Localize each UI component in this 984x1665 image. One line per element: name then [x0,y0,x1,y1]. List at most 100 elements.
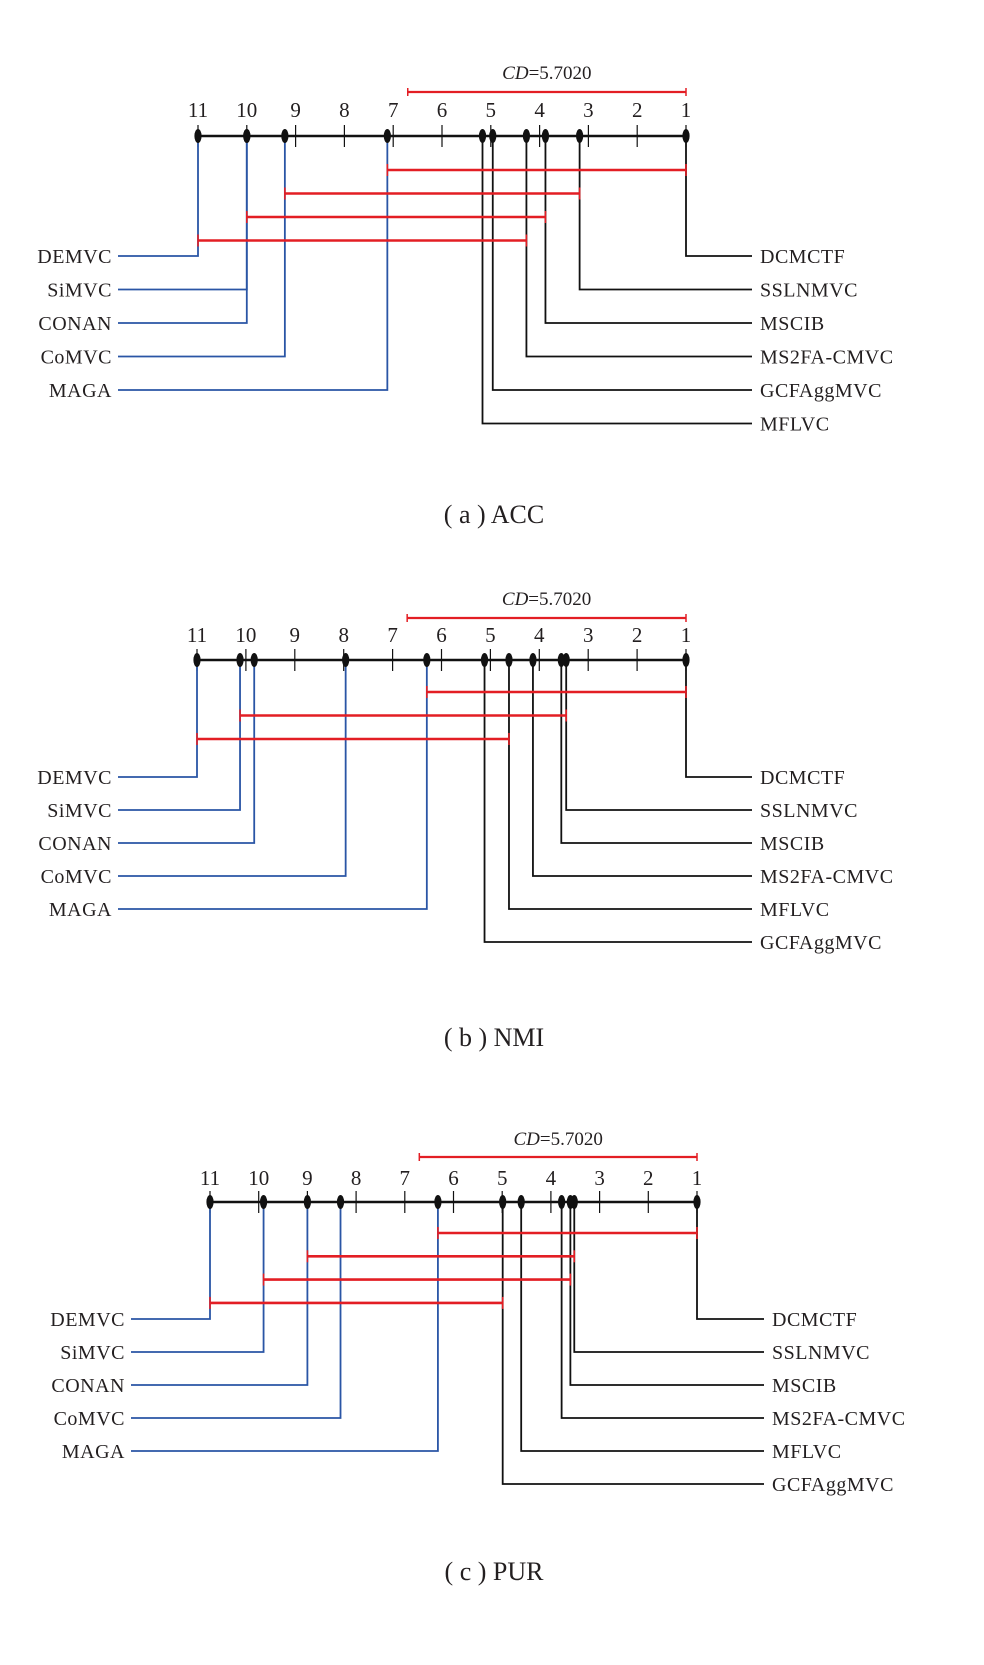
panel-b-method-label: GCFAggMVC [760,932,882,954]
panel-c-method-line [131,1202,309,1386]
panel-a-rank-point [489,129,497,143]
panel-a-method-label: SiMVC [47,280,112,302]
panel-b-tick-label: 4 [534,623,545,647]
panel-b-rank-point [505,653,513,667]
panel-a-method-label: DCMCTF [760,246,845,268]
panel-c-tick-label: 10 [248,1166,269,1190]
panel-b-rank-point [193,653,201,667]
panel-b-method-label: DEMVC [37,767,112,789]
panel-b-method-label: MFLVC [760,899,830,921]
panel-c-method-label: MS2FA-CMVC [772,1408,906,1430]
panel-b-caption: ( b ) NMI [444,1023,544,1052]
panel-b-tick-label: 11 [187,623,207,647]
panel-c-tick-label: 3 [594,1166,605,1190]
panel-c-rank-point [303,1195,311,1209]
panel-b-method-label: MS2FA-CMVC [760,866,894,888]
panel-a-caption: ( a ) ACC [444,500,544,529]
panel-c-method-label: MAGA [62,1441,125,1463]
panel-b-method-line [118,660,428,910]
panel-c-tick-label: 9 [302,1166,313,1190]
panel-b-method-line [118,660,198,778]
panel-c-method-label: MSCIB [772,1375,837,1397]
panel-b-method-line [118,660,347,877]
panel-c-method-label: DCMCTF [772,1309,857,1331]
panel-c-method-line [131,1202,211,1320]
panel-b-method-line [685,660,752,778]
panel-c-rank-point [517,1195,525,1209]
panel-c-rank-point [206,1195,214,1209]
panel-b-rank-point [236,653,244,667]
panel-a-rank-point [522,129,531,143]
panel-b-tick-label: 2 [632,623,643,647]
panel-b-rank-point [682,653,690,667]
panel-a-rank-point [383,129,391,143]
panel-b-method-line [508,660,752,910]
panel-c-tick-label: 2 [643,1166,654,1190]
panel-c-rank-point [558,1195,566,1209]
panel-a-rank-point [281,129,289,143]
panel-b-tick-label: 1 [681,623,692,647]
panel-a-tick-label: 10 [236,98,257,122]
panel-a-method-label: MFLVC [760,414,830,436]
panel-c-caption: ( c ) PUR [445,1557,545,1586]
panel-b-method-line [560,660,752,844]
panel-b-method-label: CoMVC [41,866,112,888]
panel-c-method-line [501,1202,764,1485]
panel-b-method-line [532,660,752,877]
panel-a-rank-point [682,129,690,143]
panel-b-rank-point [423,653,431,667]
panel-a-method-line [481,136,752,425]
panel-a-tick-label: 9 [290,98,301,122]
panel-c-tick-label: 5 [497,1166,508,1190]
panel-a-method-line [685,136,752,257]
panel-c-tick-label: 8 [351,1166,362,1190]
panel-b-method-label: MSCIB [760,833,825,855]
panel-a-tick-label: 4 [534,98,545,122]
panel-c-method-label: MFLVC [772,1441,842,1463]
panel-a-rank-point [576,129,584,143]
panel-a-tick-label: 7 [388,98,399,122]
panel-b-method-label: SiMVC [47,800,112,822]
panel-a-method-line [118,136,389,391]
panel-b-rank-point [480,653,489,667]
panel-b-method-line [118,660,241,811]
panel-b-method-line [118,660,256,844]
panel-c-tick-label: 11 [200,1166,220,1190]
panel-c-method-label: CONAN [51,1375,125,1397]
panel-b-tick-label: 8 [338,623,349,647]
panel-c-tick-label: 6 [448,1166,459,1190]
panel-a-method-label: MSCIB [760,313,825,335]
panel-c-tick-label: 1 [692,1166,703,1190]
panel-c-method-line [131,1202,439,1452]
panel-c-method-line [520,1202,764,1452]
panel-a-method-line [118,136,286,358]
panel-a-method-line [578,136,752,291]
panel-c-rank-point [499,1195,507,1209]
panel-b-method-label: SSLNMVC [760,800,858,822]
panel-c-method-label: DEMVC [50,1309,125,1331]
panel-b-tick-label: 7 [387,623,398,647]
panel-c-rank-point [566,1195,574,1209]
panel-a-tick-label: 11 [188,98,208,122]
panel-a-method-label: MS2FA-CMVC [760,347,894,369]
panel-c-method-line [573,1202,764,1353]
panel-a-method-label: MAGA [49,380,112,402]
panel-c-method-label: GCFAggMVC [772,1474,894,1496]
panel-a-method-line [525,136,752,358]
panel-a-rank-point [243,129,251,143]
panel-a-rank-point [541,129,550,143]
panel-b-tick-label: 10 [235,623,256,647]
panel-c-rank-point [693,1195,701,1209]
panel-a-method-line [118,136,248,291]
panel-a-method-label: DEMVC [37,246,112,268]
panel-c-rank-point [336,1195,345,1209]
panel-c-tick-label: 4 [546,1166,557,1190]
panel-a-method-line [491,136,752,391]
panel-c-tick-label: 7 [400,1166,411,1190]
panel-b-method-line [565,660,752,811]
panel-b-cd-label: CD=5.7020 [502,589,591,610]
panel-a-method-line [544,136,752,324]
panel-c-method-line [569,1202,764,1386]
panel-a-method-line [118,136,199,257]
panel-b-method-line [483,660,752,943]
